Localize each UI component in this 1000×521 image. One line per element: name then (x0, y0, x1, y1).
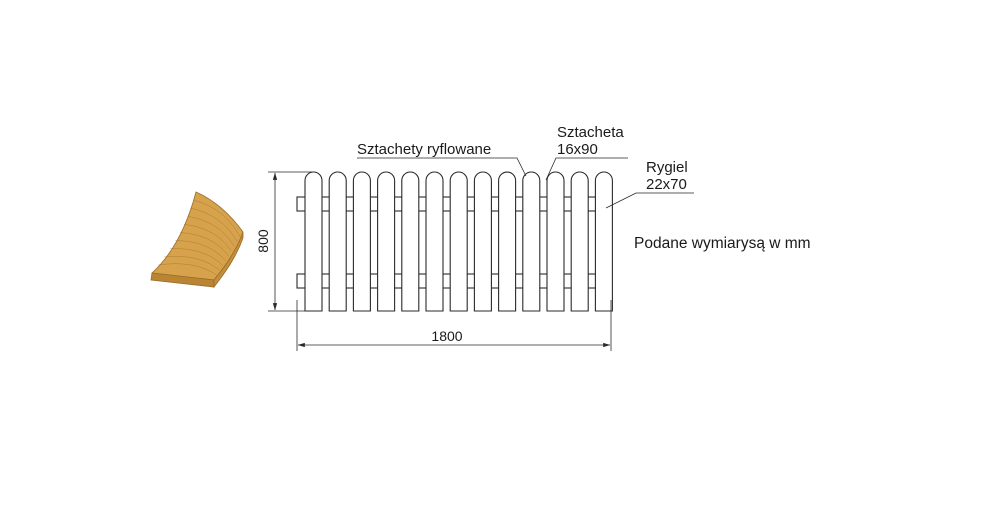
fence-assembly (296, 171, 613, 312)
picket (401, 171, 420, 312)
wood-grain-line (193, 199, 241, 237)
picket-size-label: 16x90 (557, 141, 598, 158)
wood-grain-line (190, 207, 238, 242)
wood-sample-top (151, 191, 244, 281)
height-dimension: 800 (255, 171, 312, 312)
width-dimension-label: 1800 (431, 328, 462, 344)
picket (449, 171, 468, 312)
pickets-leader (357, 157, 527, 177)
picket (473, 171, 492, 312)
rail-name-label: Rygiel (646, 159, 688, 176)
picket (498, 171, 517, 312)
wood-grain-line (158, 263, 218, 276)
wood-grain-line (184, 224, 232, 252)
pickets-group (304, 171, 613, 312)
wood-sample-image (150, 191, 244, 289)
picket (377, 171, 396, 312)
picket (570, 171, 589, 312)
picket-name-label: Sztacheta (557, 124, 624, 141)
wood-sample-end (213, 231, 244, 289)
wood-sample-grain (158, 199, 241, 276)
rail-leader (605, 192, 694, 209)
picket (328, 171, 347, 312)
picket (425, 171, 444, 312)
rail-size-label: 22x70 (646, 176, 687, 193)
height-dimension-label: 800 (255, 229, 271, 253)
picket (546, 171, 565, 312)
wood-grain-line (179, 232, 229, 257)
picket (522, 171, 541, 312)
picket-leader (545, 157, 628, 181)
wood-grain-line (187, 216, 235, 247)
picket (594, 171, 613, 312)
width-dimension: 1800 (296, 300, 612, 351)
pickets-label: Sztachety ryflowane (357, 141, 491, 158)
units-note: Podane wymiarysą w mm (634, 235, 811, 252)
picket (352, 171, 371, 312)
picket (304, 171, 323, 312)
leaders (357, 157, 694, 209)
wood-grain-line (164, 256, 220, 271)
wood-grain-line (175, 240, 226, 261)
wood-grain-line (169, 248, 223, 266)
